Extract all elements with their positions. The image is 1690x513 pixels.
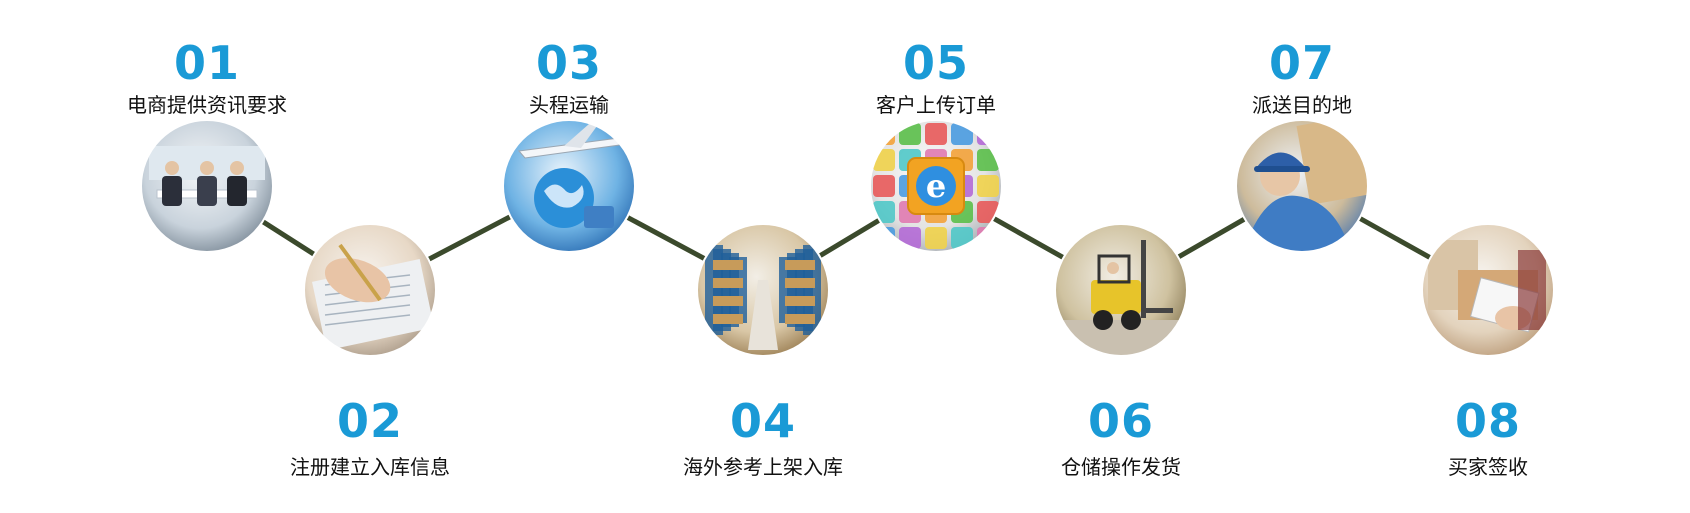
step-label-02: 注册建立入库信息 [290,455,450,479]
step-number-01: 01 [173,36,240,90]
office-meeting-photo [141,120,273,252]
step-circle-border-08 [1421,223,1555,357]
step-circle-border-01 [140,119,274,253]
step-number-02: 02 [336,394,403,448]
step-number-04: 04 [729,394,796,448]
step-circle-border-04 [696,223,830,357]
step-number-08: 08 [1454,394,1521,448]
step-number-06: 06 [1087,394,1154,448]
forklift-photo [1055,224,1187,356]
signing-receipt-photo [1422,224,1554,356]
svg-text:e: e [926,167,946,205]
step-label-04: 海外参考上架入库 [683,455,843,479]
step-label-06: 仓储操作发货 [1061,455,1181,479]
step-circle-border-06 [1054,223,1188,357]
step-circle-border-05 [869,119,1003,253]
step-label-05: 客户上传订单 [876,93,996,117]
step-number-03: 03 [535,36,602,90]
step-number-05: 05 [902,36,969,90]
step-circle-border-07 [1235,119,1369,253]
courier-box-photo [1236,120,1368,252]
step-label-03: 头程运输 [529,93,609,117]
warehouse-shelves-photo [697,224,829,356]
step-label-01: 电商提供资讯要求 [127,93,287,117]
step-circle-border-02 [303,223,437,357]
airplane-globe-photo [503,120,635,252]
step-circle-border-03 [502,119,636,253]
step-label-07: 派送目的地 [1252,93,1352,117]
signing-form-photo [304,224,436,356]
step-label-08: 买家签收 [1448,455,1528,479]
step-number-07: 07 [1268,36,1335,90]
